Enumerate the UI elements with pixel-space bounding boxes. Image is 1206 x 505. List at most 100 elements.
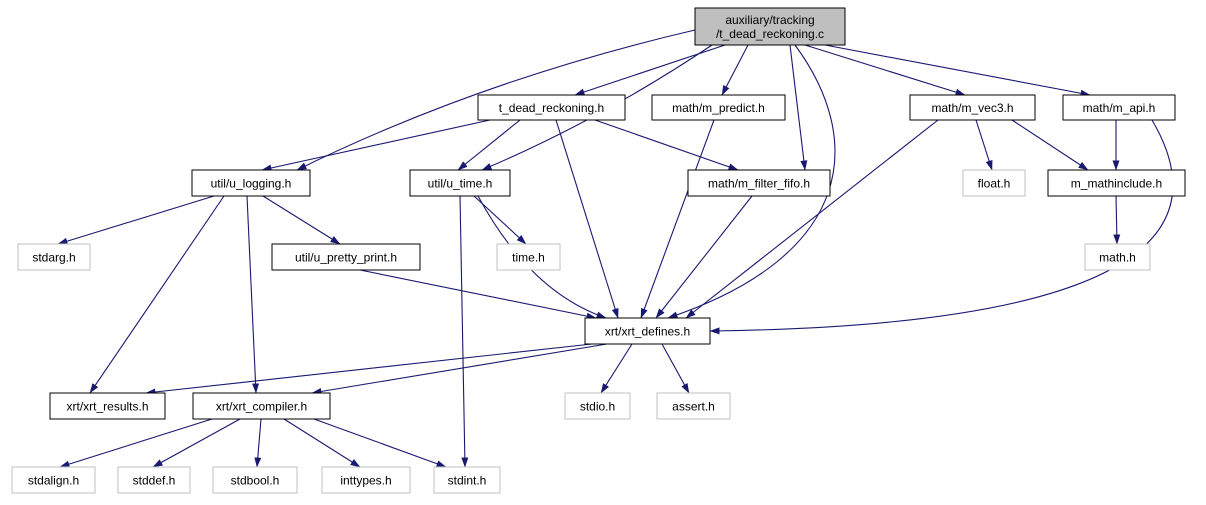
graph-node-box xyxy=(564,392,631,420)
graph-node-box xyxy=(687,169,831,197)
include-edge-xrt_defines-to-stdio xyxy=(600,343,633,394)
graph-node-label: stddef.h xyxy=(133,474,176,488)
graph-node-box xyxy=(409,169,511,197)
graph-node-box xyxy=(1047,169,1186,197)
graph-node-t_dead_reckoning_h[interactable]: t_dead_reckoning.h xyxy=(477,94,626,121)
graph-node-stdint: stdint.h xyxy=(433,466,501,494)
graph-node-m_vec3[interactable]: math/m_vec3.h xyxy=(909,94,1036,121)
graph-node-box xyxy=(433,466,501,494)
graph-node-label: math/m_api.h xyxy=(1083,101,1156,115)
graph-node-float_h: float.h xyxy=(962,169,1026,197)
include-edge-xrt_compiler-to-stddef xyxy=(152,418,241,468)
graph-node-box xyxy=(584,317,711,345)
graph-node-box xyxy=(49,392,166,420)
graph-node-box xyxy=(321,466,411,494)
graph-node-m_filter_fifo[interactable]: math/m_filter_fifo.h xyxy=(687,169,831,197)
graph-node-box xyxy=(212,466,298,494)
include-edge-t_dead_reckoning_h-to-xrt_defines xyxy=(555,119,619,319)
graph-node-label: xrt/xrt_results.h xyxy=(66,400,148,414)
graph-node-stdarg: stdarg.h xyxy=(17,243,91,271)
graph-node-root: auxiliary/tracking/t_dead_reckoning.c xyxy=(694,7,846,46)
graph-node-label: assert.h xyxy=(672,400,715,414)
graph-node-m_mathinclude[interactable]: m_mathinclude.h xyxy=(1047,169,1186,197)
graph-node-label: stdio.h xyxy=(580,400,615,414)
graph-node-box xyxy=(191,169,311,197)
include-edge-u_logging-to-stdarg xyxy=(57,195,215,245)
graph-node-u_time[interactable]: util/u_time.h xyxy=(409,169,511,197)
graph-node-box xyxy=(496,243,561,271)
graph-node-stddef: stddef.h xyxy=(117,466,191,494)
graph-node-box xyxy=(17,243,91,271)
include-edge-xrt_compiler-to-stdint xyxy=(313,418,447,468)
include-edge-t_dead_reckoning_h-to-u_time xyxy=(457,119,521,171)
graph-node-time_h: time.h xyxy=(496,243,561,271)
include-edge-root-to-t_dead_reckoning_h xyxy=(574,44,726,96)
graph-node-label: auxiliary/tracking/t_dead_reckoning.c xyxy=(716,13,824,41)
graph-node-u_pretty_print[interactable]: util/u_pretty_print.h xyxy=(271,243,421,271)
graph-node-label: m_mathinclude.h xyxy=(1071,177,1162,191)
include-edge-xrt_defines-to-xrt_compiler xyxy=(311,343,608,395)
include-edge-root-to-m_predict xyxy=(721,44,749,96)
include-edge-u_logging-to-xrt_compiler xyxy=(246,195,260,394)
graph-node-stdalign: stdalign.h xyxy=(11,466,96,494)
include-edge-xrt_defines-to-xrt_results xyxy=(145,343,593,396)
graph-node-xrt_compiler[interactable]: xrt/xrt_compiler.h xyxy=(192,392,331,420)
graph-node-stdbool: stdbool.h xyxy=(212,466,298,494)
graph-node-label: util/u_time.h xyxy=(428,177,493,191)
graph-node-box xyxy=(117,466,191,494)
include-edge-xrt_compiler-to-stdbool xyxy=(254,418,262,468)
graph-node-label: stdint.h xyxy=(448,474,487,488)
include-edge-u_logging-to-u_pretty_print xyxy=(262,195,341,245)
graph-node-box xyxy=(962,169,1026,197)
graph-node-m_predict[interactable]: math/m_predict.h xyxy=(651,94,786,121)
graph-node-label: stdbool.h xyxy=(231,474,280,488)
graph-node-label: xrt/xrt_defines.h xyxy=(605,325,690,339)
graph-node-box xyxy=(271,243,421,271)
graph-node-box xyxy=(192,392,331,420)
include-edge-m_api-to-xrt_defines xyxy=(709,119,1174,335)
include-edge-xrt_defines-to-assert xyxy=(661,343,690,394)
graph-node-inttypes: inttypes.h xyxy=(321,466,411,494)
graph-node-box xyxy=(1084,243,1151,271)
include-edge-u_logging-to-xrt_results xyxy=(89,195,225,394)
include-edge-m_vec3-to-float_h xyxy=(975,119,993,171)
graph-node-box xyxy=(477,94,626,121)
graph-node-xrt_defines[interactable]: xrt/xrt_defines.h xyxy=(584,317,711,345)
graph-node-label: stdarg.h xyxy=(32,251,75,265)
graph-node-box xyxy=(656,392,731,420)
include-edge-m_vec3-to-m_mathinclude xyxy=(1011,119,1089,171)
include-edge-t_dead_reckoning_h-to-u_logging xyxy=(261,119,491,172)
graph-node-label: inttypes.h xyxy=(340,474,391,488)
include-edge-m_filter_fifo-to-xrt_defines xyxy=(655,195,753,319)
include-edge-root-to-m_filter_fifo xyxy=(789,44,808,171)
graph-node-label: math.h xyxy=(1099,251,1136,265)
graph-node-box xyxy=(651,94,786,121)
graph-node-u_logging[interactable]: util/u_logging.h xyxy=(191,169,311,197)
graph-node-label: xrt/xrt_compiler.h xyxy=(216,400,307,414)
graph-node-label: math/m_predict.h xyxy=(672,101,765,115)
node-layer: auxiliary/tracking/t_dead_reckoning.c t_d… xyxy=(11,7,1186,494)
include-edge-t_dead_reckoning_h-to-m_filter_fifo xyxy=(594,119,739,171)
graph-node-label: time.h xyxy=(512,251,545,265)
edge-layer xyxy=(57,29,1174,468)
graph-node-label: util/u_pretty_print.h xyxy=(295,251,397,265)
include-edge-xrt_compiler-to-inttypes xyxy=(283,418,361,468)
include-edge-root-to-u_logging xyxy=(296,29,696,171)
graph-node-label: t_dead_reckoning.h xyxy=(499,101,604,115)
include-edge-u_time-to-stdint xyxy=(459,195,469,468)
graph-node-box xyxy=(1062,94,1176,121)
include-edge-m_predict-to-xrt_defines xyxy=(640,119,715,319)
include-edge-m_vec3-to-xrt_defines xyxy=(685,119,939,319)
graph-node-box xyxy=(694,7,846,46)
graph-node-assert: assert.h xyxy=(656,392,731,420)
graph-node-label: math/m_filter_fifo.h xyxy=(708,177,810,191)
graph-node-box xyxy=(11,466,96,494)
graph-node-label: math/m_vec3.h xyxy=(931,101,1013,115)
graph-node-label: float.h xyxy=(978,177,1011,191)
graph-node-xrt_results[interactable]: xrt/xrt_results.h xyxy=(49,392,166,420)
graph-node-m_api[interactable]: math/m_api.h xyxy=(1062,94,1176,121)
graph-node-box xyxy=(909,94,1036,121)
graph-node-math_h: math.h xyxy=(1084,243,1151,271)
